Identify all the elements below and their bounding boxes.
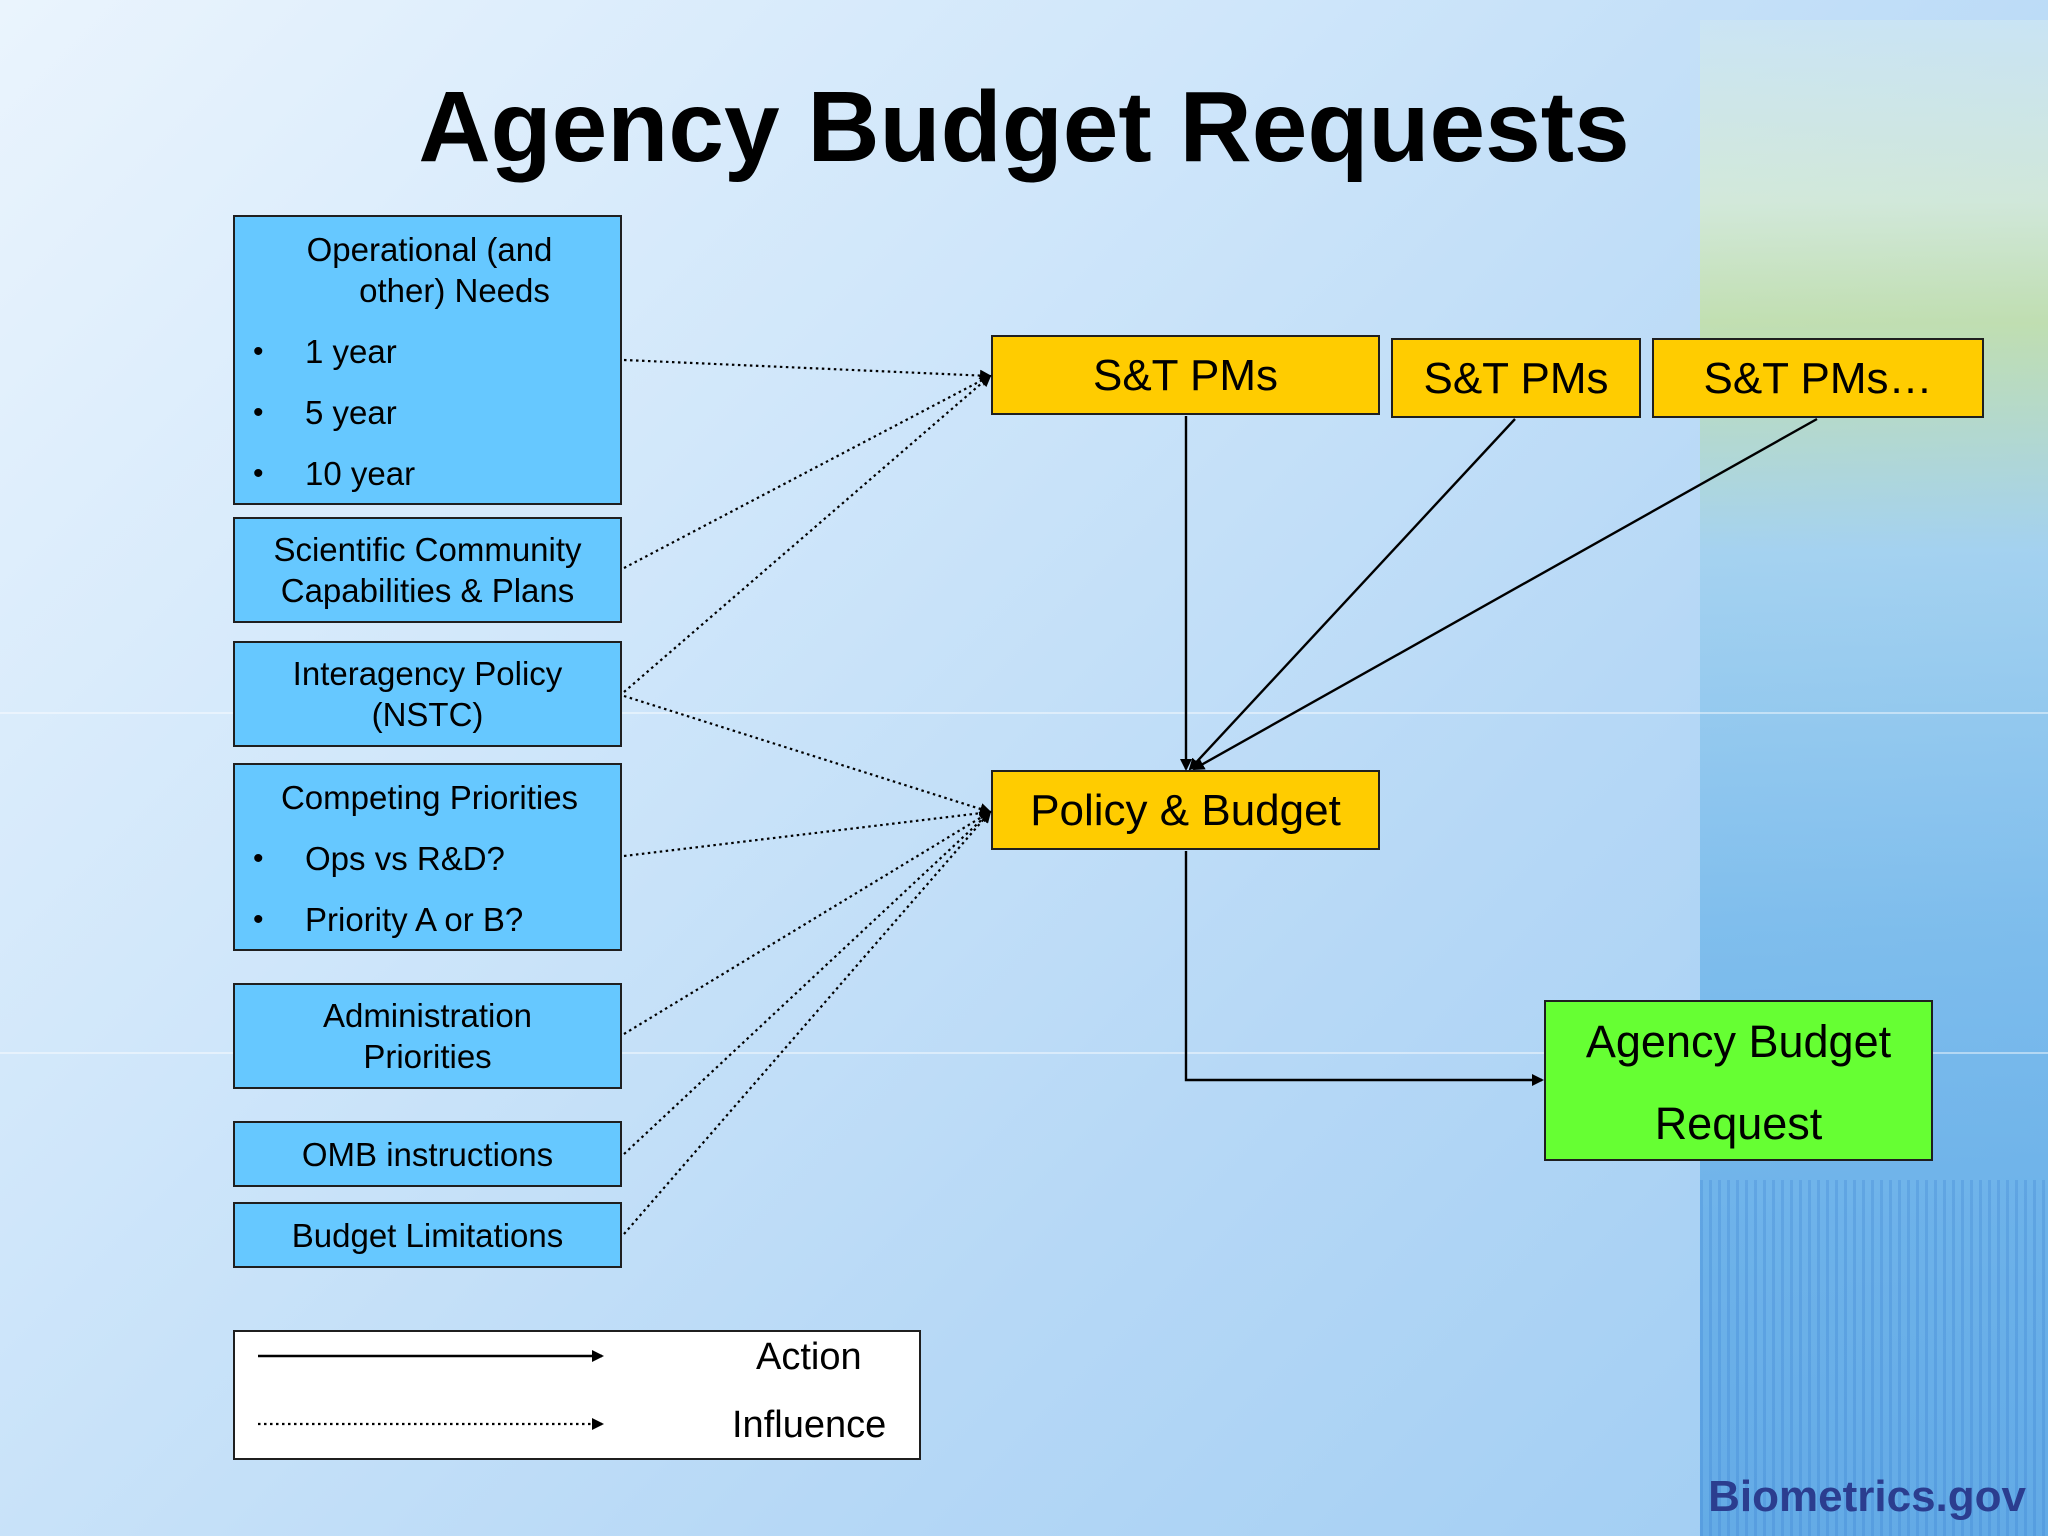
st-pms-box-3: S&T PMs… [1652, 338, 1984, 418]
box-text-line: (NSTC) [371, 696, 484, 733]
box-text-line: Interagency Policy [292, 655, 563, 692]
competing-priorities-box: Competing Priorities Ops vs R&D? Priorit… [233, 763, 622, 951]
legend-influence-label: Influence [732, 1404, 887, 1446]
box-text-line: S&T PMs [1423, 353, 1609, 403]
decorative-waveform [1700, 1180, 2048, 1536]
box-text-line: Scientific Community [273, 531, 582, 568]
box-text-line: Agency Budget [1585, 1016, 1892, 1067]
box-text-line: Priorities [363, 1038, 492, 1075]
action-arrow [1184, 851, 1544, 1086]
footer-site-label: Biometrics.gov [1708, 1472, 2026, 1521]
box-text-line: Budget Limitations [291, 1216, 564, 1254]
legend-action-label: Action [756, 1336, 862, 1378]
operational-heading-line1: Operational (and [306, 231, 553, 268]
influence-arrow [623, 810, 992, 1035]
influence-arrow [623, 694, 992, 815]
influence-arrow [623, 810, 992, 1155]
influence-arrow [623, 375, 992, 569]
influence-arrow [623, 358, 992, 382]
st-pms-box-1: S&T PMs [991, 335, 1380, 415]
box-text-line: OMB instructions [301, 1135, 554, 1173]
competing-heading: Competing Priorities [280, 779, 579, 816]
interagency-policy-box: Interagency Policy (NSTC) [233, 641, 622, 747]
omb-instructions-box: OMB instructions [233, 1121, 622, 1187]
st-pms-box-2: S&T PMs [1391, 338, 1641, 418]
influence-arrow [623, 374, 992, 693]
box-text-line: Administration [322, 997, 533, 1034]
box-text-line: Request [1654, 1098, 1823, 1149]
decorative-line [0, 712, 2048, 714]
box-text-line: S&T PMs… [1703, 353, 1933, 403]
action-arrow [1188, 418, 1516, 771]
box-text-line: Policy & Budget [1030, 785, 1341, 835]
decorative-background-strip [1700, 20, 2048, 1536]
action-arrow [1192, 417, 1818, 771]
box-text-line: S&T PMs [1092, 350, 1278, 400]
influence-arrow [623, 807, 992, 858]
operational-needs-box: Operational (and other) Needs 1 year 5 y… [233, 215, 622, 505]
legend: Action Influence [233, 1330, 921, 1460]
decorative-line [0, 1052, 2048, 1054]
policy-budget-box: Policy & Budget [991, 770, 1380, 850]
budget-limitations-box: Budget Limitations [233, 1202, 622, 1268]
operational-heading-line2: other) Needs [359, 272, 550, 309]
influence-arrow [623, 810, 992, 1235]
scientific-community-box: Scientific Community Capabilities & Plan… [233, 517, 622, 623]
agency-budget-request-box: Agency Budget Request [1544, 1000, 1933, 1161]
box-text-line: Capabilities & Plans [280, 572, 575, 609]
slide-title: Agency Budget Requests [418, 71, 1630, 183]
administration-priorities-box: Administration Priorities [233, 983, 622, 1089]
